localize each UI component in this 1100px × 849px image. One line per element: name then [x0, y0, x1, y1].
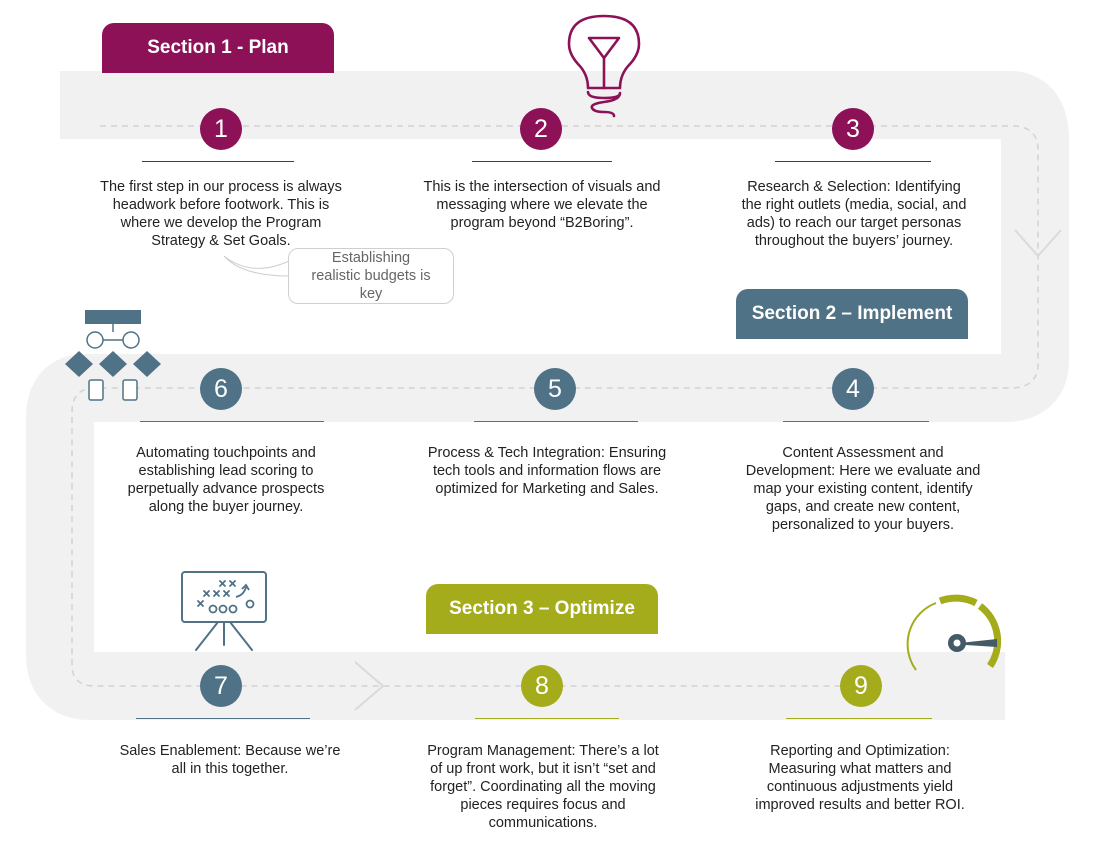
step-7-divider: [136, 718, 310, 719]
gauge-icon: [906, 594, 1002, 671]
step-4-description: Content Assessment and Development: Here…: [745, 445, 981, 533]
step-3-divider: [775, 161, 931, 162]
step-7-badge: 7: [200, 665, 242, 707]
step-1-description: The first step in our process is always …: [100, 179, 342, 249]
callout-bubble: Establishing realistic budgets is key: [288, 248, 454, 304]
flowchart-icon: [65, 310, 161, 401]
lightbulb-icon: [567, 14, 641, 118]
callout-tail: [223, 255, 290, 277]
callout-text: Establishing realistic budgets is key: [311, 250, 431, 302]
step-8-divider: [475, 718, 619, 719]
step-2-description: This is the intersection of visuals and …: [423, 179, 661, 231]
step-3-description: Research & Selection: Identifying the ri…: [741, 179, 967, 249]
step-5-description: Process & Tech Integration: Ensuring tec…: [427, 445, 667, 497]
section-tab-optimize: Section 3 – Optimize: [426, 584, 658, 634]
step-8-description: Program Management: There’s a lot of up …: [427, 743, 659, 831]
playbook-easel-icon: [181, 571, 267, 651]
step-9-badge: 9: [840, 665, 882, 707]
step-2-divider: [472, 161, 612, 162]
step-9-description: Reporting and Optimization: Measuring wh…: [755, 743, 965, 813]
step-3-badge: 3: [832, 108, 874, 150]
step-6-badge: 6: [200, 368, 242, 410]
step-1-badge: 1: [200, 108, 242, 150]
step-6-description: Automating touchpoints and establishing …: [127, 445, 325, 515]
step-5-badge: 5: [534, 368, 576, 410]
step-1-divider: [142, 161, 294, 162]
step-9-divider: [786, 718, 932, 719]
step-6-divider: [140, 421, 324, 422]
step-4-badge: 4: [832, 368, 874, 410]
section-tab-implement: Section 2 – Implement: [736, 289, 968, 339]
step-2-badge: 2: [520, 108, 562, 150]
step-4-divider: [783, 421, 929, 422]
step-8-badge: 8: [521, 665, 563, 707]
step-5-divider: [474, 421, 638, 422]
step-7-description: Sales Enablement: Because we’re all in t…: [119, 743, 341, 777]
section-tab-plan: Section 1 - Plan: [102, 23, 334, 73]
